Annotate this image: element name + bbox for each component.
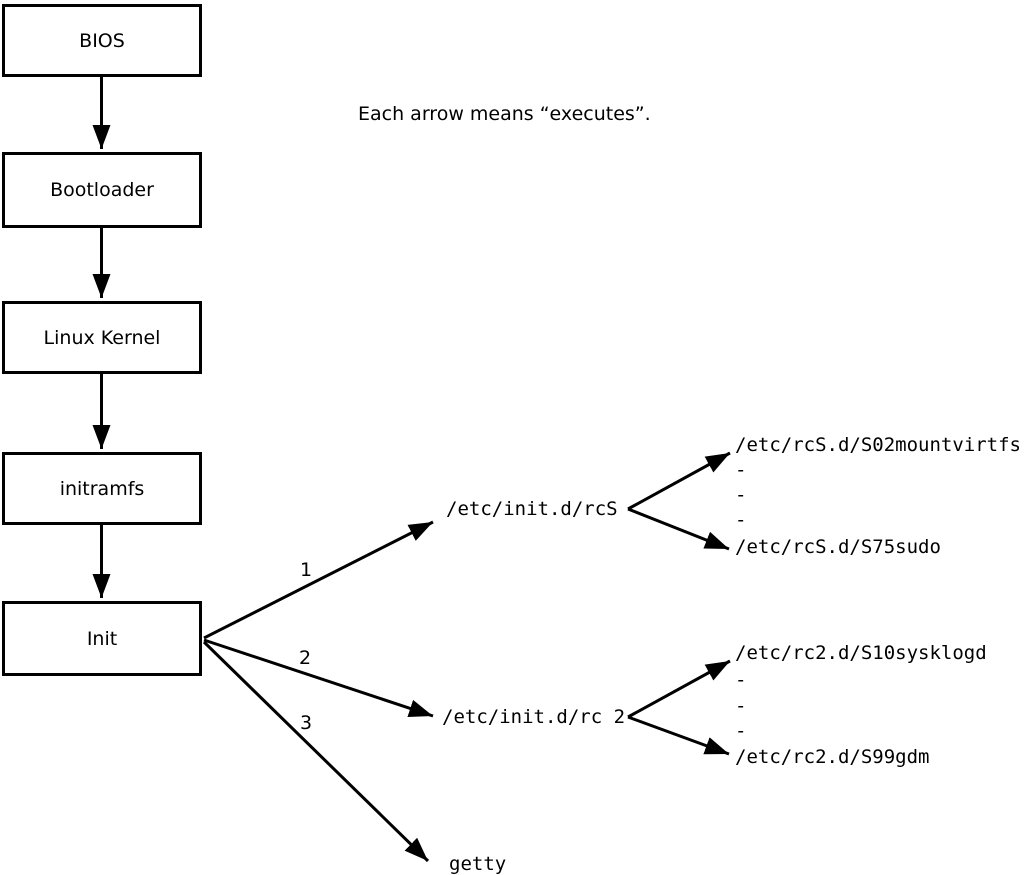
node-init-label: Init bbox=[86, 627, 118, 650]
rc2-ellipsis-dash-2: - bbox=[735, 695, 747, 717]
label-init-d-rc2: /etc/init.d/rc 2 bbox=[442, 706, 626, 728]
arrow-rc2-to-first-script bbox=[627, 659, 731, 719]
arrow-rcS-to-last-script bbox=[627, 507, 730, 551]
node-bootloader-label: Bootloader bbox=[50, 179, 154, 201]
executes-note: Each arrow means “executes”. bbox=[358, 103, 651, 125]
node-initramfs-label: initramfs bbox=[59, 477, 145, 500]
edge-number-2: 2 bbox=[299, 647, 312, 669]
rcS-ellipsis-dash-3: - bbox=[735, 509, 747, 531]
node-bios-label: BIOS bbox=[79, 29, 125, 52]
node-linux-kernel-label: Linux Kernel bbox=[43, 326, 161, 349]
edge-number-3: 3 bbox=[300, 712, 313, 734]
arrow-rc2-to-last-script bbox=[627, 715, 730, 756]
node-initramfs: initramfs bbox=[2, 452, 202, 525]
label-init-d-rcS: /etc/init.d/rcS bbox=[446, 498, 618, 520]
rcS-ellipsis-dash-1: - bbox=[735, 459, 747, 481]
arrow-init-to-rcS bbox=[203, 520, 434, 640]
label-rc2-last-script: /etc/rc2.d/S99gdm bbox=[735, 746, 930, 768]
rc2-ellipsis-dash-3: - bbox=[735, 720, 747, 742]
label-rcS-last-script: /etc/rcS.d/S75sudo bbox=[735, 536, 941, 558]
label-rcS-first-script: /etc/rcS.d/S02mountvirtfs bbox=[735, 434, 1021, 456]
node-linux-kernel: Linux Kernel bbox=[2, 301, 202, 374]
arrow-rcS-to-first-script bbox=[627, 451, 731, 511]
node-bios: BIOS bbox=[2, 4, 202, 77]
arrow-init-to-getty bbox=[202, 640, 430, 863]
rc2-ellipsis-dash-1: - bbox=[735, 669, 747, 691]
node-init: Init bbox=[2, 601, 202, 676]
rcS-ellipsis-dash-2: - bbox=[735, 484, 747, 506]
label-getty: getty bbox=[449, 853, 507, 875]
arrow-init-to-rc2 bbox=[203, 638, 434, 718]
node-bootloader: Bootloader bbox=[2, 152, 202, 228]
edge-number-1: 1 bbox=[300, 559, 313, 581]
label-rc2-first-script: /etc/rc2.d/S10sysklogd bbox=[735, 642, 987, 664]
